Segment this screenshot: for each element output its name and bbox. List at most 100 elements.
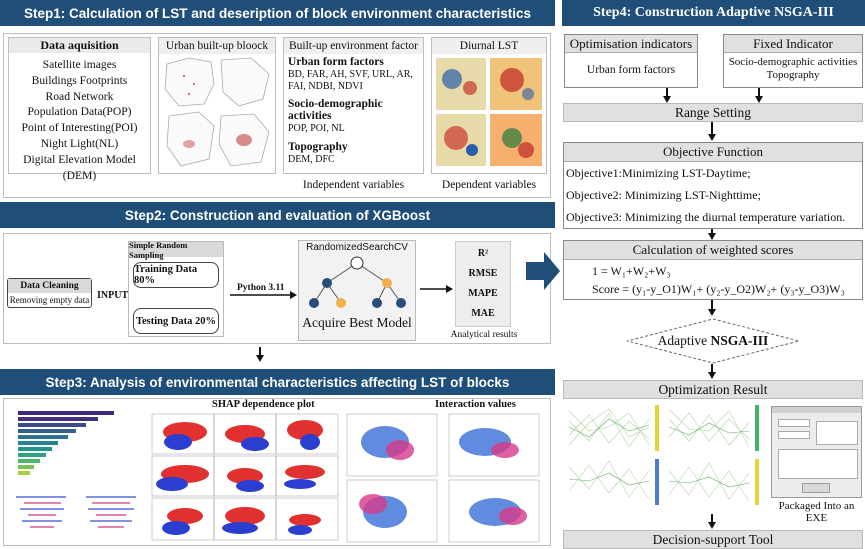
acquire-label: Acquire Best Model bbox=[302, 315, 412, 330]
arrow-head bbox=[708, 134, 716, 141]
metric-mae: MAE bbox=[471, 308, 495, 319]
objective-function-box: Objective Function Objective1:Minimizing… bbox=[563, 142, 863, 229]
urban-block-maps bbox=[164, 57, 270, 167]
results-arrow bbox=[420, 285, 453, 293]
arrow-head bbox=[708, 522, 716, 529]
data-item: Digital Elevation Model (DEM) bbox=[23, 152, 136, 182]
objective-item: Objective1:Minimizing LST-Daytime; bbox=[566, 166, 751, 180]
step1-title: Step1: Calculation of LST and deseriptio… bbox=[23, 5, 532, 21]
objective-function-label: Objective Function bbox=[564, 143, 862, 162]
adaptive-nsga-diamond bbox=[626, 318, 800, 364]
interaction-plots bbox=[346, 413, 540, 543]
metric-rmse: RMSE bbox=[468, 268, 498, 279]
python-arrow bbox=[230, 291, 297, 299]
training-box: Training Data 80% bbox=[133, 262, 219, 288]
step2-banner: Step2: Construction and evaluation of XG… bbox=[0, 202, 555, 228]
arrow-head bbox=[708, 372, 716, 379]
analytical-label: Analytical results bbox=[450, 330, 518, 340]
step3-banner: Step3: Analysis of environmental charact… bbox=[0, 369, 555, 395]
arrow-line bbox=[711, 300, 713, 309]
step3-step4-arrow bbox=[526, 252, 560, 290]
removing-label: Removing empty data bbox=[9, 295, 90, 305]
shap-label: SHAP dependence plot bbox=[212, 399, 315, 410]
fixed-indicator-label: Fixed Indicator bbox=[724, 35, 862, 53]
adaptive-nsga-label: Adaptive NSGA-III bbox=[625, 330, 801, 352]
fixed-item: Topography bbox=[766, 69, 820, 81]
sampling-panel: Simple Random Sampling bbox=[128, 240, 224, 337]
range-setting-box: Range Setting bbox=[563, 103, 863, 122]
opt-indicators-label: Optimisation indicators bbox=[565, 35, 697, 53]
nsga-text: NSGA-III bbox=[710, 333, 769, 348]
data-cleaning-box: Data Cleaning Removing empty data bbox=[7, 278, 92, 308]
optimisation-indicators-box: Optimisation indicators Urban form facto… bbox=[564, 34, 698, 88]
factor-panel: Built-up environment factor Urban form f… bbox=[283, 37, 424, 174]
data-item: Road Network bbox=[45, 89, 114, 103]
metric-r2: R² bbox=[477, 248, 489, 259]
arrow-line bbox=[711, 514, 713, 523]
weighted-label: Calculation of weighted scores bbox=[564, 241, 862, 260]
topo-title: Topography bbox=[288, 141, 348, 153]
data-item: Night Light(NL) bbox=[40, 136, 119, 150]
data-item: Point of Interesting(POI) bbox=[21, 121, 138, 135]
arrow-head bbox=[755, 96, 763, 103]
objective-item: Objective3: Minimizing the diurnal tempe… bbox=[566, 210, 846, 224]
arrow-head bbox=[708, 309, 716, 316]
arrow-line bbox=[711, 364, 713, 372]
diurnal-header: Diurnal LST bbox=[432, 38, 546, 54]
factor-header: Built-up environment factor bbox=[284, 38, 423, 54]
objective-item: Objective2: Minimizing LST-Nighttime; bbox=[566, 188, 761, 202]
sampling-label: Simple Random Sampling bbox=[129, 240, 223, 260]
decision-support-box: Decision-support Tool bbox=[563, 530, 863, 549]
urban-form-label: Urban form factors bbox=[586, 64, 676, 76]
socio-title: Socio-demographic activities bbox=[288, 97, 383, 123]
arrow-head bbox=[663, 96, 671, 103]
interaction-label: Interaction values bbox=[435, 399, 516, 410]
step4-banner: Step4: Construction Adaptive NSGA-III bbox=[562, 0, 865, 26]
weight-equation: 1 = W₁+W₂+W₃ bbox=[592, 264, 671, 278]
shap-summary-plots bbox=[6, 405, 146, 545]
testing-box: Testing Data 20% bbox=[133, 308, 219, 334]
step4-title: Step4: Construction Adaptive NSGA-III bbox=[593, 5, 834, 20]
packaged-label: Packaged Into an EXE bbox=[778, 500, 855, 524]
adaptive-text: Adaptive bbox=[657, 333, 708, 348]
optimization-result-box: Optimization Result bbox=[563, 380, 863, 399]
pareto-parallel-plots bbox=[565, 401, 765, 511]
diurnal-lst-maps bbox=[436, 58, 542, 166]
model-panel: RandomizedSearchCV Acquire Best Model bbox=[298, 240, 416, 341]
python-label: Python 3.11 bbox=[237, 283, 285, 293]
data-items: Satellite images Buildings Footprints Ro… bbox=[9, 57, 150, 183]
input-label: INPUT bbox=[97, 290, 129, 301]
step1-banner: Step1: Calculation of LST and deseriptio… bbox=[0, 0, 555, 26]
arrow-line bbox=[711, 122, 713, 134]
score-equation: Score = (y₁-y_O1)W₁+ (y₂-y_O2)W₂+ (y₃-y_… bbox=[592, 282, 845, 296]
fixed-indicator-box: Fixed Indicator Socio-demographic activi… bbox=[723, 34, 863, 88]
data-cleaning-label: Data Cleaning bbox=[8, 279, 91, 293]
arrow-line bbox=[666, 88, 668, 96]
arrow-line bbox=[758, 88, 760, 96]
data-acquisition-header: Data aquisition bbox=[9, 38, 150, 53]
arrow-head bbox=[708, 233, 716, 240]
data-item: Satellite images bbox=[42, 58, 117, 71]
data-acquisition-panel: Data aquisition Satellite images Buildin… bbox=[8, 37, 151, 182]
independent-label: Independent variables bbox=[302, 179, 405, 191]
step2-step3-line bbox=[259, 347, 261, 355]
metrics-panel: R² RMSE MAPE MAE bbox=[455, 241, 511, 327]
step2-title: Step2: Construction and evaluation of XG… bbox=[124, 207, 431, 223]
socio-items: POP, POI, NL bbox=[288, 122, 345, 134]
data-item: Buildings Footprints bbox=[31, 73, 128, 87]
metric-mape: MAPE bbox=[468, 288, 498, 299]
urban-form-items: BD, FAR, AH, SVF, URL, AR, FAI, NDBI, ND… bbox=[288, 68, 413, 93]
dependent-label: Dependent variables bbox=[441, 179, 537, 191]
topo-items: DEM, DFC bbox=[288, 153, 335, 165]
xgboost-tree bbox=[309, 256, 406, 308]
fixed-item: Socio-demographic activities bbox=[728, 56, 858, 68]
urban-block-label: Urban built-up bloock bbox=[159, 38, 275, 54]
step2-step3-arrow bbox=[256, 355, 264, 362]
step3-title: Step3: Analysis of environmental charact… bbox=[45, 374, 510, 390]
urban-form-title: Urban form factors bbox=[288, 56, 384, 68]
urban-block-panel: Urban built-up bloock bbox=[158, 37, 276, 174]
arrow-line bbox=[711, 229, 713, 234]
weighted-scores-box: Calculation of weighted scores 1 = W₁+W₂… bbox=[563, 240, 863, 300]
randomized-label: RandomizedSearchCV bbox=[306, 242, 408, 253]
diurnal-panel: Diurnal LST bbox=[431, 37, 547, 174]
